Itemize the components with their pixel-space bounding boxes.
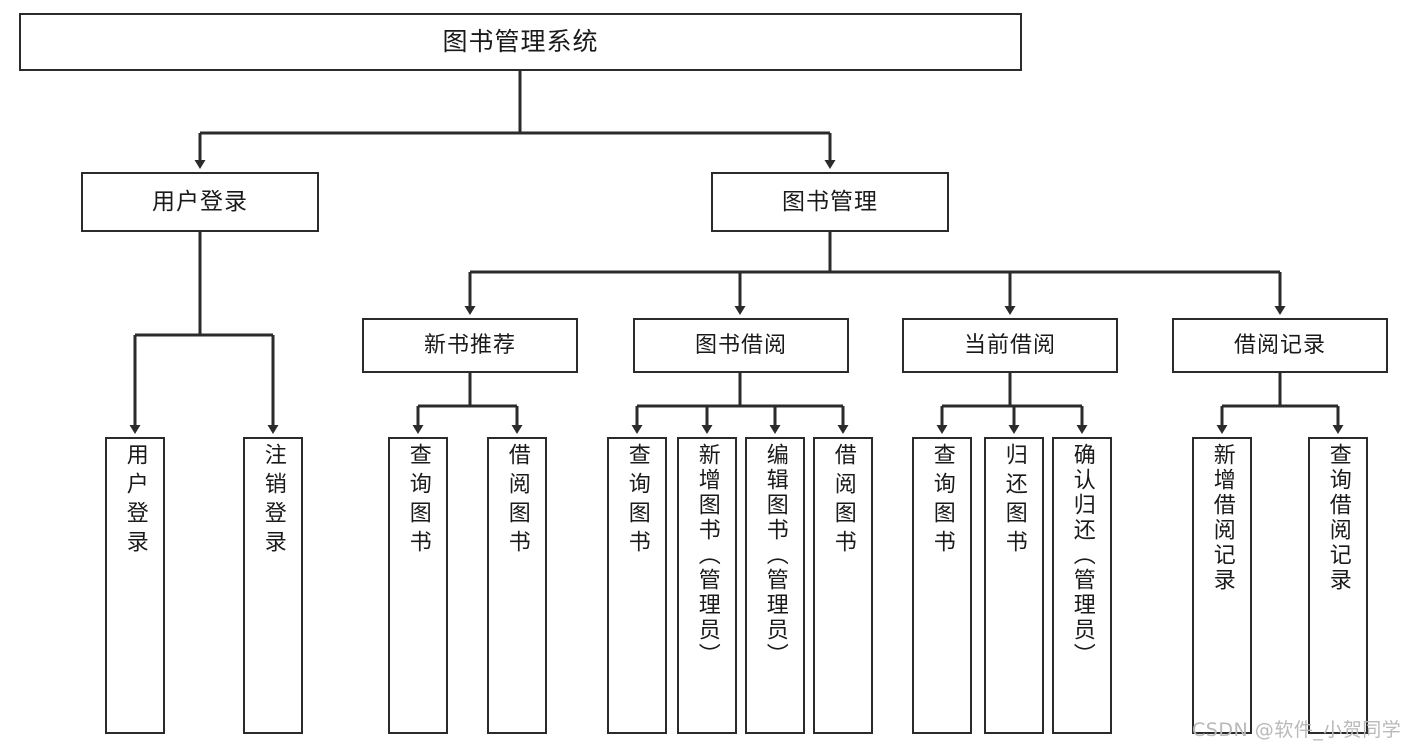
node-leaf-borrow-book-1-label: 借阅图书 xyxy=(504,443,530,559)
node-borrow-record-label: 借阅记录 xyxy=(1233,332,1326,358)
node-root[interactable]: 图书管理系统 xyxy=(19,13,1022,71)
node-leaf-edit-book-label: 编辑图书（管理员） xyxy=(762,443,788,668)
node-borrow-record[interactable]: 借阅记录 xyxy=(1172,318,1388,373)
node-leaf-add-record-label: 新增借阅记录 xyxy=(1209,443,1235,593)
node-book-manage-label: 图书管理 xyxy=(782,188,878,215)
node-leaf-return-book-label: 归还图书 xyxy=(1001,443,1027,559)
node-leaf-return-book[interactable]: 归还图书 xyxy=(984,437,1044,734)
node-leaf-add-book-label: 新增图书（管理员） xyxy=(694,443,720,668)
node-leaf-query-book-3[interactable]: 查询图书 xyxy=(912,437,972,734)
node-leaf-logout[interactable]: 注销登录 xyxy=(243,437,303,734)
node-leaf-query-record[interactable]: 查询借阅记录 xyxy=(1308,437,1368,734)
node-leaf-query-book-1-label: 查询图书 xyxy=(405,443,431,559)
node-leaf-user-login-label: 用户登录 xyxy=(122,443,148,559)
node-leaf-user-login[interactable]: 用户登录 xyxy=(105,437,165,734)
node-leaf-query-book-3-label: 查询图书 xyxy=(929,443,955,559)
node-leaf-query-book-2-label: 查询图书 xyxy=(624,443,650,559)
node-book-borrow-label: 图书借阅 xyxy=(694,332,787,358)
node-leaf-edit-book[interactable]: 编辑图书（管理员） xyxy=(745,437,805,734)
node-leaf-borrow-book-2[interactable]: 借阅图书 xyxy=(813,437,873,734)
node-new-book-rec-label: 新书推荐 xyxy=(423,332,516,358)
node-root-label: 图书管理系统 xyxy=(442,27,599,57)
node-leaf-add-record[interactable]: 新增借阅记录 xyxy=(1192,437,1252,734)
node-leaf-confirm-return[interactable]: 确认归还（管理员） xyxy=(1052,437,1112,734)
node-leaf-query-book-1[interactable]: 查询图书 xyxy=(388,437,448,734)
csdn-watermark-text: CSDN @软件_小贺同学 xyxy=(1192,719,1402,741)
node-leaf-confirm-return-label: 确认归还（管理员） xyxy=(1069,443,1095,668)
node-leaf-add-book[interactable]: 新增图书（管理员） xyxy=(677,437,737,734)
node-leaf-logout-label: 注销登录 xyxy=(260,443,286,559)
node-current-borrow[interactable]: 当前借阅 xyxy=(902,318,1118,373)
node-user-login[interactable]: 用户登录 xyxy=(81,172,319,232)
node-leaf-borrow-book-2-label: 借阅图书 xyxy=(830,443,856,559)
node-leaf-borrow-book-1[interactable]: 借阅图书 xyxy=(487,437,547,734)
node-book-manage[interactable]: 图书管理 xyxy=(711,172,949,232)
node-current-borrow-label: 当前借阅 xyxy=(963,332,1056,358)
node-new-book-rec[interactable]: 新书推荐 xyxy=(362,318,578,373)
node-user-login-label: 用户登录 xyxy=(152,188,248,215)
node-leaf-query-record-label: 查询借阅记录 xyxy=(1325,443,1351,593)
node-leaf-query-book-2[interactable]: 查询图书 xyxy=(607,437,667,734)
csdn-watermark: CSDN @软件_小贺同学 xyxy=(1192,715,1401,742)
node-book-borrow[interactable]: 图书借阅 xyxy=(633,318,849,373)
